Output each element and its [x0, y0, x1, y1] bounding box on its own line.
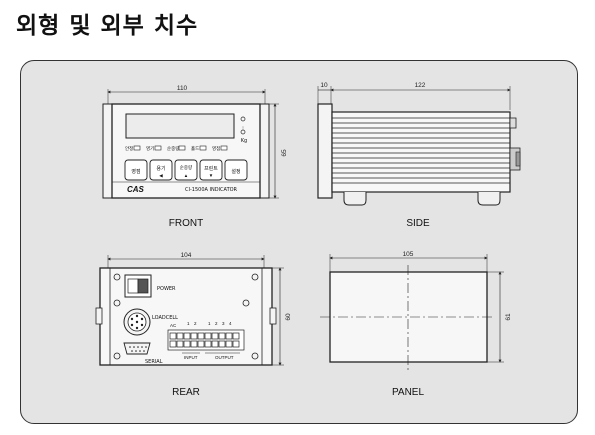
front-view-label: FRONT: [169, 218, 203, 229]
rear-height-dim: 60: [285, 313, 292, 321]
svg-text:↑: ↑: [242, 125, 244, 130]
side-front-depth-dim: 10: [320, 82, 328, 89]
front-keypad[interactable]: 영점 용기 ◀ 순중량 ▲ 프린트 ▼ 설정: [124, 159, 248, 181]
tare-key-label: 용기: [156, 165, 165, 172]
set-key-label: 설정: [231, 168, 240, 175]
zero-key[interactable]: [124, 159, 148, 181]
svg-text:2: 2: [215, 321, 218, 326]
output-label: OUTPUT: [215, 355, 234, 360]
svg-text:2: 2: [194, 321, 197, 326]
down-arrow-icon: ▼: [209, 173, 213, 178]
loadcell-label: LOADCELL: [152, 315, 178, 321]
indicator-net: 순중량: [167, 145, 179, 151]
rear-width-dim: 104: [181, 252, 192, 259]
svg-text:1: 1: [187, 321, 190, 326]
indicator-zero: 영점: [212, 145, 220, 151]
indicator-stable: 안정: [125, 145, 133, 151]
serial-connector: [123, 342, 151, 355]
svg-text:3: 3: [222, 321, 225, 326]
brand-logo: CAS: [127, 185, 145, 194]
panel-width-dim: 105: [403, 251, 414, 258]
print-key-label: 프린트: [204, 165, 218, 172]
input-label: INPUT: [184, 355, 198, 360]
panel-view-label: PANEL: [392, 387, 424, 398]
model-label: CI-1500A INDICATOR: [185, 187, 238, 193]
net-key[interactable]: [174, 159, 198, 181]
print-key[interactable]: [199, 159, 223, 181]
front-height-dim: 65: [281, 149, 288, 157]
zero-key-label: 영점: [131, 168, 140, 175]
svg-text:4: 4: [229, 321, 232, 326]
net-key-label: 순중량: [180, 164, 192, 170]
panel-height-dim: 61: [505, 313, 512, 321]
side-depth-dim: 122: [415, 82, 426, 89]
serial-label: SERIAL: [145, 359, 163, 365]
front-view: 110 65 ↑ Kg 안정 영기 순중량 홀드 영점: [102, 85, 288, 229]
indicator-zero-tare: 영기: [146, 145, 154, 152]
ac-label: AC: [170, 323, 177, 328]
side-view-label: SIDE: [406, 218, 430, 229]
unit-label: Kg: [241, 138, 247, 144]
set-key[interactable]: [224, 159, 248, 181]
terminal-block: [167, 329, 245, 351]
front-width-dim: 110: [177, 85, 188, 92]
indicator-hold: 홀드: [191, 145, 199, 152]
power-label: POWER: [157, 286, 176, 292]
up-arrow-icon: ▲: [184, 173, 188, 178]
left-arrow-icon: ◀: [159, 173, 163, 178]
panel-cutout-view: 105 61 PANEL: [320, 251, 512, 398]
page-title: 외형 및 외부 치수: [16, 13, 199, 39]
indicator-lamps: 안정 영기 순중량 홀드 영점: [125, 145, 228, 152]
side-view: 10 122 SIDE: [317, 82, 521, 229]
svg-text:1: 1: [208, 321, 211, 326]
tare-key[interactable]: [149, 159, 173, 181]
rear-view: 104 60 POWER LOADCELL: [95, 252, 292, 398]
rear-view-label: REAR: [172, 387, 200, 398]
